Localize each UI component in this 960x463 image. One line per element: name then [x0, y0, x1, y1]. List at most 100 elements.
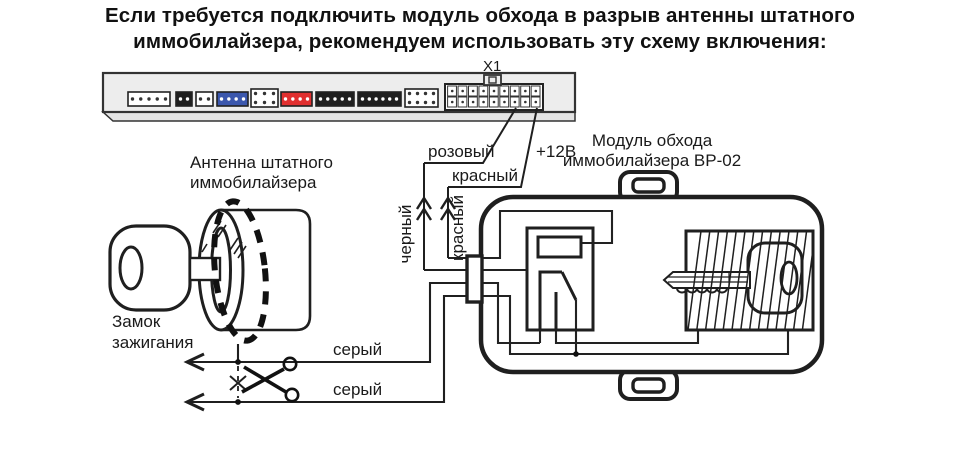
module-internal-wires: [481, 209, 790, 356]
connector-white-2pin: [195, 91, 214, 107]
coil-winding-turn: [757, 231, 773, 330]
x-cross-icon: [229, 375, 247, 391]
red-wire-vertical-label: красный: [448, 195, 467, 261]
coil-winding: [687, 231, 813, 330]
junction-dot: [235, 399, 241, 405]
pin-dot: [482, 100, 485, 104]
pin-dot: [291, 97, 295, 101]
pin-dot: [147, 97, 151, 101]
pin-dot: [431, 100, 436, 105]
gray-wire-bottom-label: серый: [333, 380, 382, 399]
coil-winding-turn: [687, 231, 702, 330]
coil-winding-turn: [704, 231, 720, 330]
gray-wire-bottom: [186, 294, 467, 404]
title-line-1: Если требуется подключить модуль обхода …: [104, 4, 856, 27]
pin-dot: [241, 97, 246, 101]
pin-dot: [206, 97, 211, 101]
pin-dot: [283, 97, 288, 101]
black-wire-vertical-label: черный: [396, 205, 415, 264]
gray-wire-top: [186, 281, 467, 364]
pink-wire: [424, 107, 517, 164]
pin-dot: [423, 91, 428, 96]
pin-dot: [471, 89, 475, 93]
pin-dot: [503, 89, 506, 93]
pin-dot: [262, 100, 267, 105]
plus12-label: +12В: [536, 142, 576, 161]
pin-dot: [461, 100, 464, 104]
coil-winding-turn: [775, 231, 790, 330]
relay: [525, 226, 595, 332]
pin-dot: [340, 97, 344, 101]
relay-switch-blade: [560, 271, 578, 301]
lock-label-line1: Замок: [112, 312, 161, 331]
pin-dot: [461, 89, 464, 93]
page-title: Если требуется подключить модуль обхода …: [0, 3, 960, 55]
coil-winding-turn: [713, 231, 729, 330]
pin-dot: [227, 97, 231, 101]
pin-dot: [219, 97, 224, 101]
chevron-up-icon: [439, 206, 457, 221]
title-line-2: иммобилайзера, рекомендуем использовать …: [133, 30, 827, 53]
module-label-line1: Модуль обхода: [592, 131, 713, 150]
antenna-label-line1: Антенна штатного: [190, 153, 333, 172]
pin-dot: [534, 100, 538, 104]
relay-box: [525, 226, 595, 332]
relay-coil: [536, 235, 583, 259]
arrow-left-icon: [183, 352, 205, 372]
pin-dot: [253, 100, 258, 105]
pin-dot: [318, 97, 323, 101]
wire-gray1-internal: [481, 281, 540, 345]
pin-dot: [407, 100, 412, 105]
pin-dot: [185, 97, 190, 101]
key-fob-hole: [118, 245, 144, 291]
chevron-up-icon: [439, 195, 457, 210]
x1-label: X1: [483, 58, 501, 75]
pin-dot: [298, 97, 302, 101]
pin-dot: [450, 89, 454, 93]
arrow-left-icon: [183, 392, 205, 412]
lock-label-line2: зажигания: [112, 333, 194, 352]
pin-dot: [450, 100, 454, 104]
gray-wire-top-label: серый: [333, 340, 382, 359]
pin-dot: [262, 91, 267, 96]
key-in-coil: [662, 229, 815, 332]
pin-dot: [367, 97, 371, 101]
relay-switch-pole: [538, 270, 562, 330]
wire-to-relay-coil: [481, 209, 614, 260]
alarm-wires: [423, 107, 538, 271]
pin-dot: [271, 100, 276, 105]
pin-dot: [534, 89, 538, 93]
pin-dot: [139, 97, 143, 101]
pin-dot: [305, 97, 310, 101]
strip-lower-edge: [101, 111, 576, 122]
pin-dot: [482, 89, 485, 93]
pin-dot: [130, 97, 135, 101]
pin-dot: [492, 89, 496, 93]
pink-wire-label: розовый: [428, 142, 495, 161]
head-unit-connector-strip: X1: [101, 58, 577, 122]
coil-winding-turn: [792, 231, 808, 330]
connector-black-2pin: [175, 91, 193, 107]
coil-winding-turn: [722, 231, 737, 330]
pin-dot: [198, 97, 203, 101]
junction-dot: [235, 359, 241, 365]
chevron-up-icon: [415, 206, 433, 221]
pin-dot: [253, 91, 258, 96]
coil-winding-turn: [784, 231, 799, 330]
module-label-line2: иммобилайзера BP-02: [563, 151, 741, 170]
connector-white-8pin: [404, 88, 439, 108]
pin-dot: [388, 97, 392, 101]
pin-dot: [513, 89, 517, 93]
connector-blue-4pin: [216, 91, 249, 107]
pin-dot: [374, 97, 378, 101]
coil-winding-turn: [748, 231, 764, 330]
pin-dot: [431, 91, 436, 96]
wire-relay-to-coilbox: [554, 330, 700, 345]
pin-dot: [178, 97, 183, 101]
connector-white-6pin: [250, 88, 279, 108]
pin-dot: [423, 100, 428, 105]
wire-direction-arrows: [183, 352, 205, 412]
chevron-up-icon: [415, 195, 433, 210]
pin-dot: [163, 97, 168, 101]
